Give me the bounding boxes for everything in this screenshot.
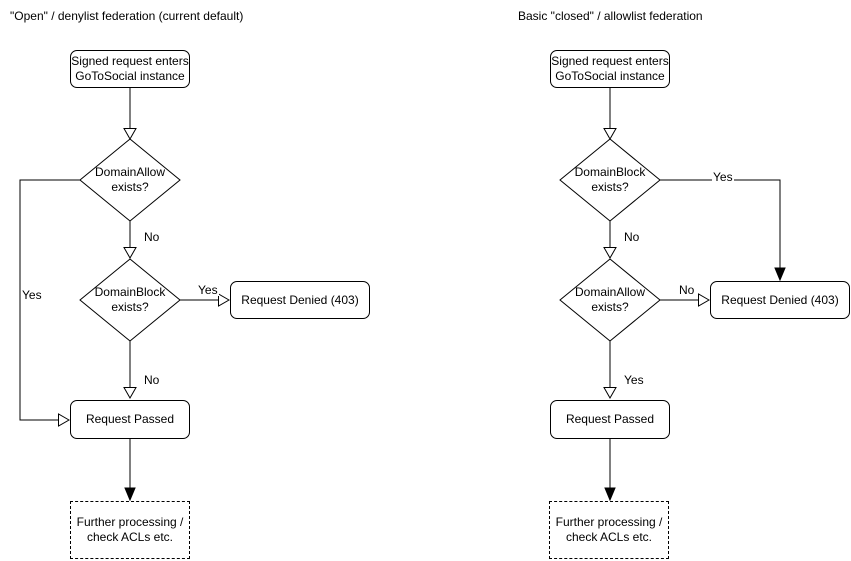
- start-node: Signed request enters GoToSocial instanc…: [550, 50, 670, 88]
- chart-title-closed-allowlist: Basic "closed" / allowlist federation: [518, 9, 703, 23]
- decision-domainallow-label: DomainAllow exists?: [574, 285, 646, 314]
- edge-label-yes: Yes: [21, 288, 43, 302]
- arrowhead-open-icon: [123, 247, 137, 260]
- request-denied-node: Request Denied (403): [230, 281, 370, 319]
- decision-domainallow-label: DomainAllow exists?: [94, 165, 166, 194]
- arrowhead-open-icon: [218, 293, 231, 307]
- arrowhead-open-icon: [603, 128, 617, 141]
- request-passed-node: Request Passed: [70, 400, 190, 439]
- arrowhead-open-icon: [603, 247, 617, 260]
- edge-label-no: No: [143, 230, 161, 244]
- arrowhead-solid-icon: [774, 267, 786, 282]
- further-processing-node: Further processing / check ACLs etc.: [549, 501, 669, 559]
- arrowhead-open-icon: [698, 293, 711, 307]
- edge-label-yes: Yes: [712, 170, 734, 184]
- edge-label-yes: Yes: [197, 283, 219, 297]
- request-passed-node: Request Passed: [550, 400, 670, 439]
- arrowhead-open-icon: [123, 387, 137, 400]
- further-processing-node: Further processing / check ACLs etc.: [70, 501, 190, 559]
- edge-label-yes: Yes: [623, 373, 645, 387]
- connector-domainallow-yes: [19, 179, 80, 421]
- decision-domainblock-label: DomainBlock exists?: [94, 285, 166, 314]
- connector-domainblock-yes: [660, 179, 781, 268]
- decision-domainblock-label: DomainBlock exists?: [574, 165, 646, 194]
- edge-label-no: No: [143, 373, 161, 387]
- arrowhead-open-icon: [123, 128, 137, 141]
- request-denied-node: Request Denied (403): [710, 281, 850, 319]
- start-node: Signed request enters GoToSocial instanc…: [70, 50, 190, 88]
- arrowhead-solid-icon: [124, 487, 136, 502]
- arrowhead-open-icon: [603, 387, 617, 400]
- arrowhead-solid-icon: [604, 487, 616, 502]
- chart-title-open-denylist: "Open" / denylist federation (current de…: [10, 9, 244, 23]
- edge-label-no: No: [678, 283, 696, 297]
- arrowhead-open-icon: [58, 413, 71, 427]
- edge-label-no: No: [623, 230, 641, 244]
